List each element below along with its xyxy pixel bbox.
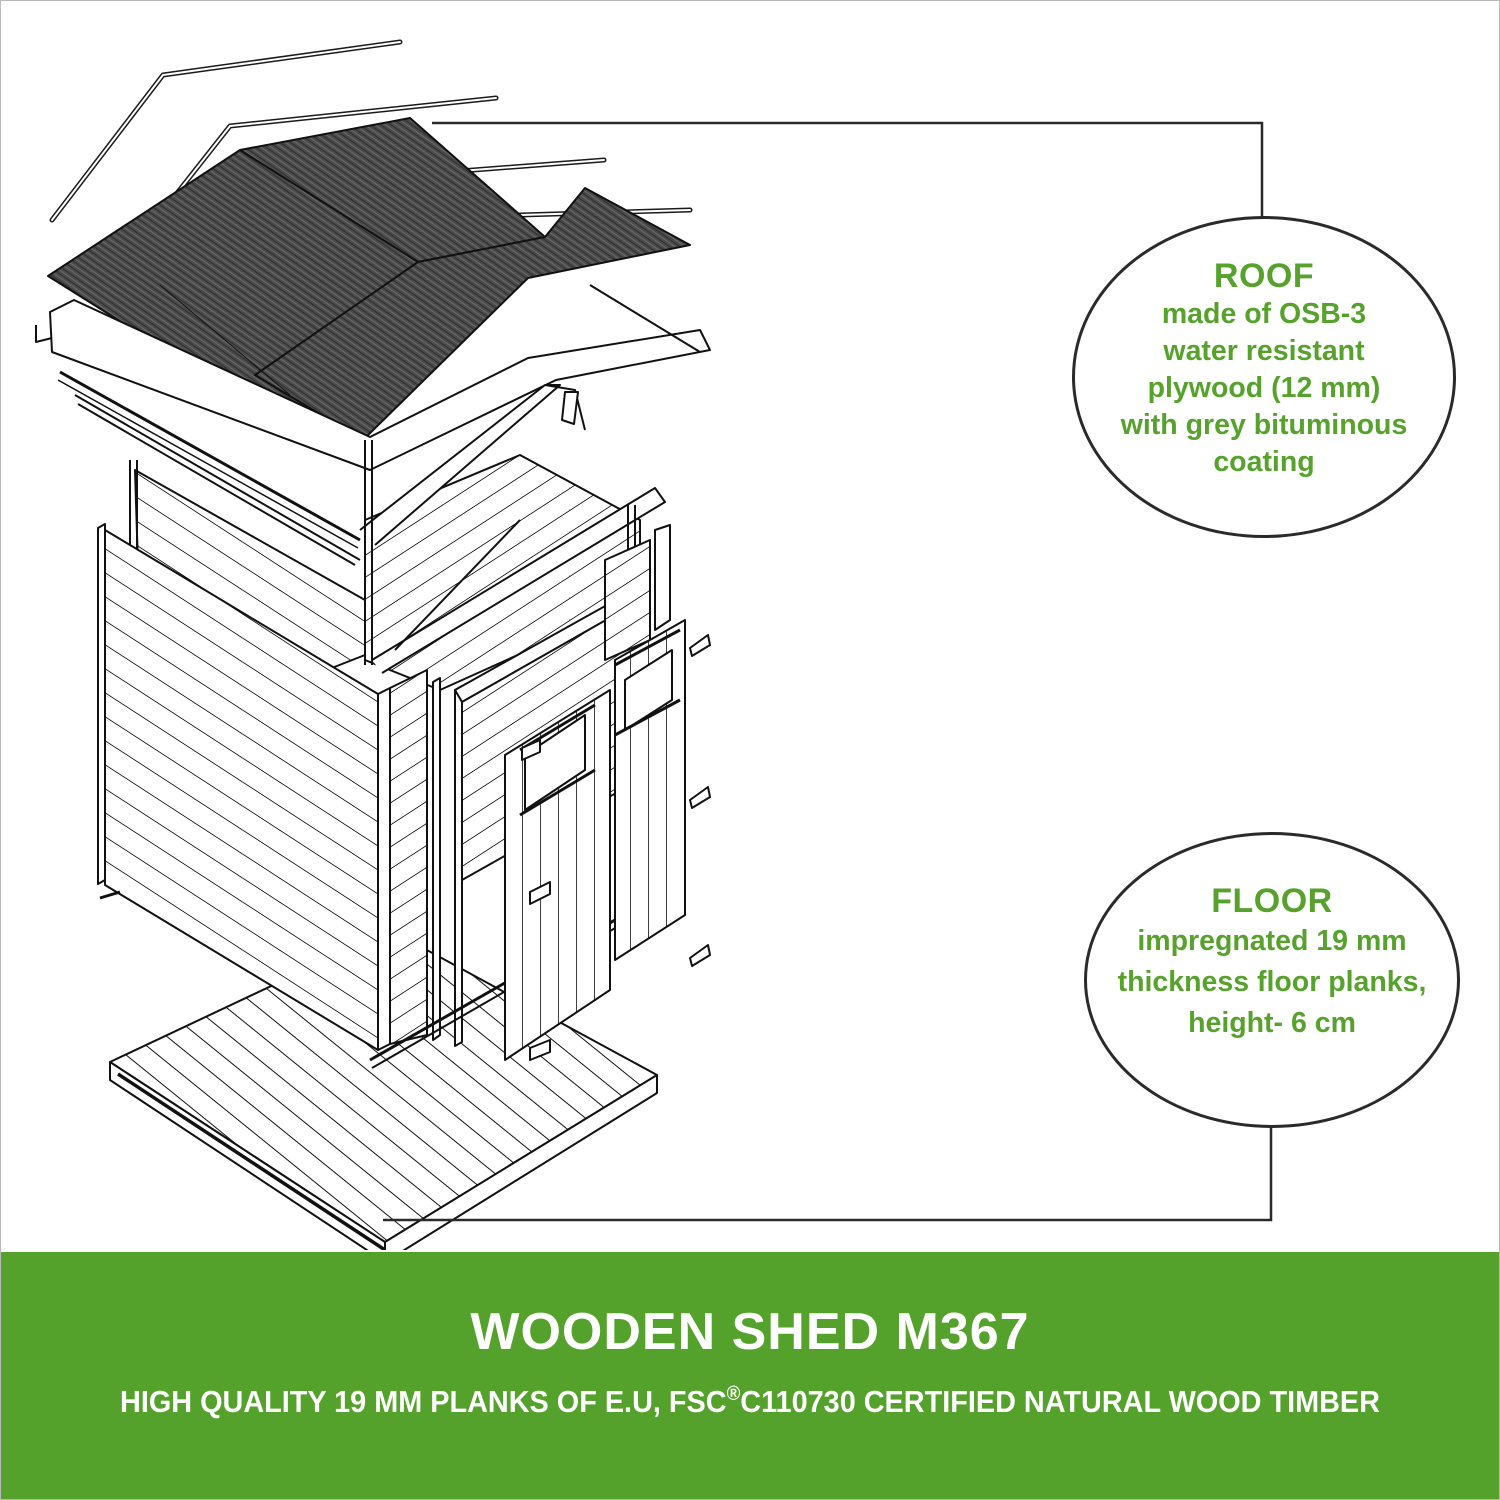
roof-assembly (35, 39, 711, 566)
floor-callout-line: impregnated 19 mm (1137, 924, 1407, 957)
roof-leader-line (432, 121, 1264, 218)
roof-callout-title: ROOF (1213, 256, 1315, 295)
gable-truss-back (359, 384, 561, 546)
floor-callout-line: height- 6 cm (1188, 1006, 1356, 1039)
product-banner: WOODEN SHED M367 HIGH QUALITY 19 MM PLAN… (1, 1252, 1499, 1499)
product-subtitle: HIGH QUALITY 19 MM PLANKS OF E.U, FSC®C1… (53, 1382, 1446, 1422)
subtitle-part-2: C110730 CERTIFIED NATURAL WOOD TIMBER (740, 1384, 1380, 1419)
roof-callout-line: with grey bituminous (1120, 408, 1408, 441)
shed-exploded-diagram (35, 39, 1273, 1250)
floor-callout-line: thickness floor planks, (1117, 965, 1427, 998)
roof-callout-line: water resistant (1163, 334, 1365, 367)
front-wall (369, 524, 686, 1069)
floor-callout-title: FLOOR (1211, 881, 1333, 920)
gable-truss-front (371, 487, 666, 674)
leader-lines (383, 121, 1273, 1222)
hinge-icon (689, 944, 711, 967)
door-left-window (524, 714, 586, 811)
roof-panel-right (254, 187, 691, 441)
hinge-icon (689, 786, 711, 809)
subtitle-part-1: HIGH QUALITY 19 MM PLANKS OF E.U, FSC (120, 1384, 727, 1419)
hinge-icon (529, 1039, 551, 1061)
roof-callout: ROOF made of OSB-3 water resistant plywo… (1072, 216, 1456, 538)
door-hinges (521, 634, 711, 1061)
product-title: WOODEN SHED M367 (470, 1303, 1030, 1361)
roof-callout-line: made of OSB-3 (1161, 297, 1367, 330)
hinge-icon (521, 739, 541, 761)
side-wall-left (97, 523, 428, 1051)
floor-leader-line (383, 1126, 1273, 1222)
registered-mark-icon: ® (726, 1383, 741, 1405)
roof-callout-line: coating (1213, 445, 1315, 478)
floor-callout: FLOOR impregnated 19 mm thickness floor … (1084, 832, 1460, 1128)
hinge-icon (529, 881, 551, 905)
roof-frame (49, 299, 711, 471)
hinge-icon (689, 634, 711, 657)
roof-callout-line: plywood (12 mm) (1147, 371, 1381, 404)
door-right-window (624, 649, 673, 731)
